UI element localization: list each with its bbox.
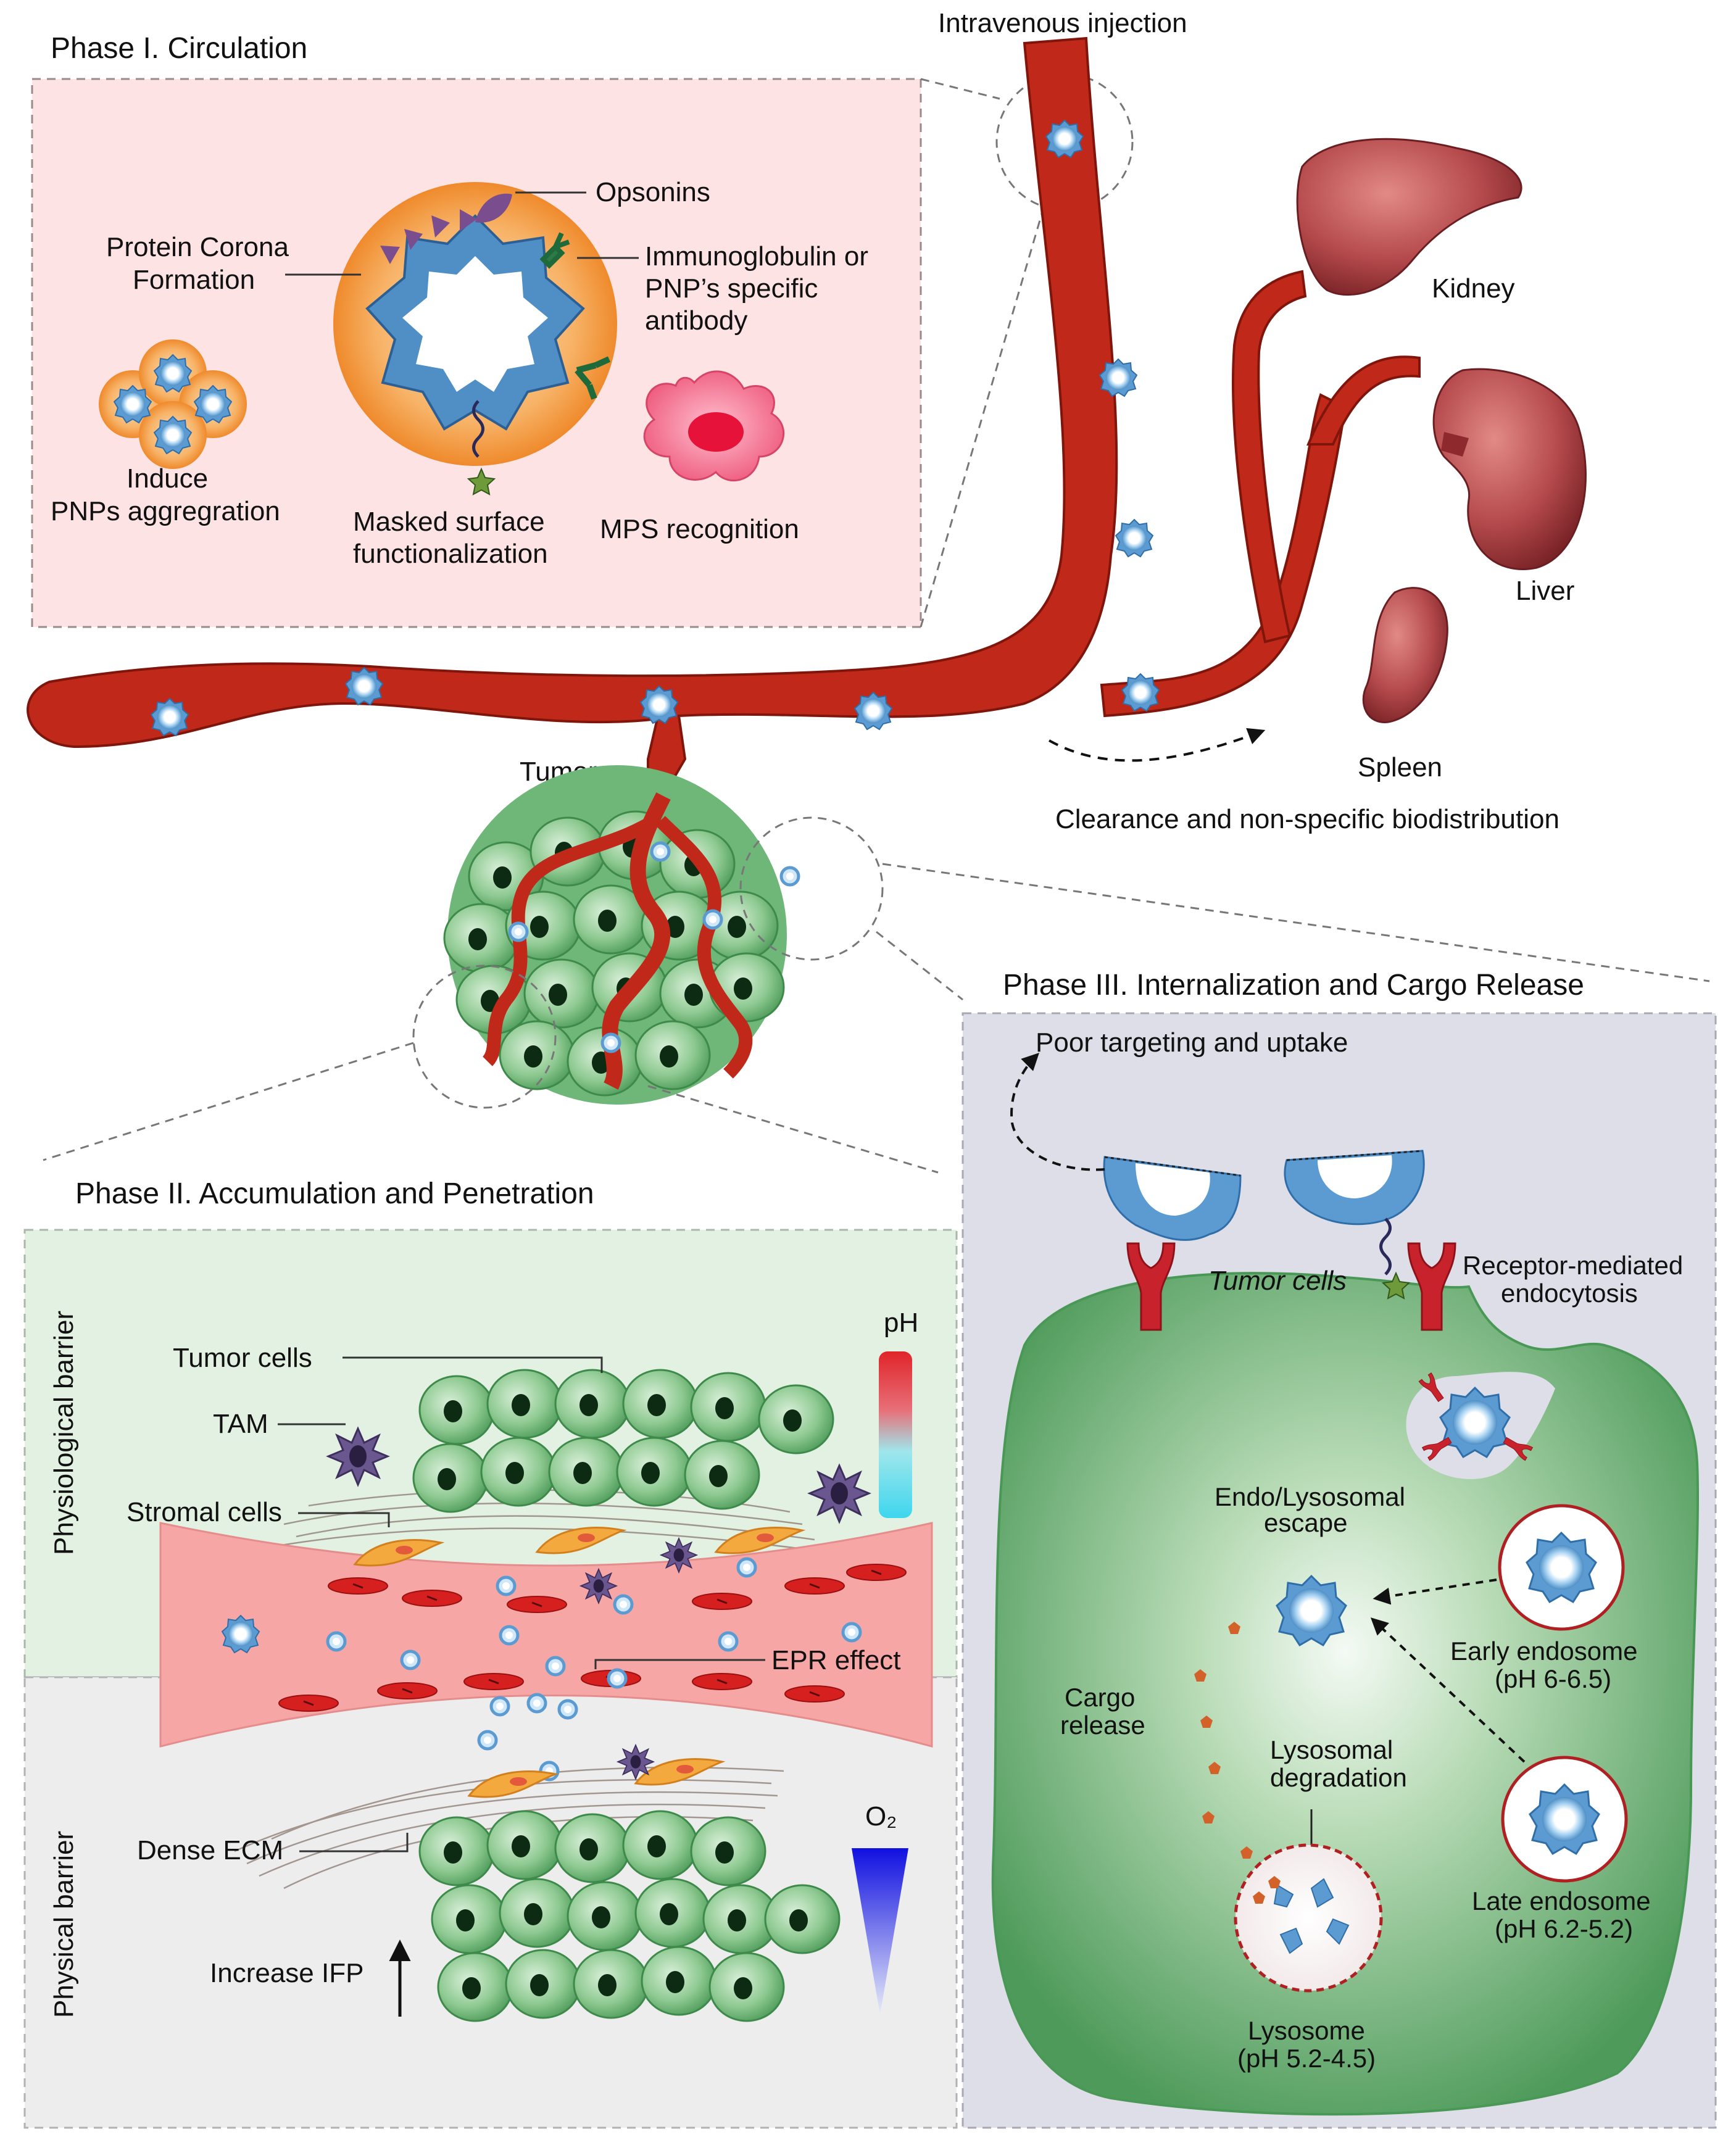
label-degradation-1: Lysosomal	[1270, 1735, 1393, 1764]
tumor-mass	[443, 765, 799, 1105]
o2-gradient	[852, 1848, 908, 2015]
phase2-title: Phase II. Accumulation and Penetration	[75, 1177, 594, 1210]
label-masked-2: functionalization	[353, 539, 548, 569]
label-opsonins: Opsonins	[596, 177, 710, 207]
label-late-1: Late endosome	[1472, 1886, 1651, 1915]
clearance-arrow	[1049, 728, 1266, 762]
label-rme-2: endocytosis	[1501, 1279, 1638, 1308]
label-intravenous: Intravenous injection	[938, 8, 1187, 38]
label-cargo-1: Cargo	[1065, 1683, 1135, 1712]
phase1-title: Phase I. Circulation	[51, 32, 307, 65]
late-endosome	[1501, 1756, 1628, 1883]
label-physical: Physical barrier	[49, 1831, 79, 2018]
label-dense-ecm: Dense ECM	[137, 1835, 283, 1865]
label-tumor-cells-italic: Tumor cells	[1208, 1266, 1347, 1296]
pnp-aggregation-cluster	[99, 339, 247, 469]
targeted-nanoparticle	[1284, 1150, 1425, 1300]
blood-vessel	[27, 36, 1421, 797]
ph-gradient-bar	[879, 1351, 912, 1518]
label-mps: MPS recognition	[600, 514, 799, 544]
label-degradation-2: degradation	[1270, 1763, 1407, 1792]
label-immuno-2: PNP’s specific	[645, 273, 818, 304]
label-stromal: Stromal cells	[127, 1497, 282, 1527]
phase2-panel: Physiological barrier Physical barrier	[23, 1229, 958, 2129]
label-lysosome-1: Lysosome	[1248, 2016, 1365, 2045]
target-tumor-cell	[991, 1272, 1700, 2116]
phase1-panel: Phase I. Circulation Opsonins Pro	[31, 32, 922, 628]
label-clearance: Clearance and non-specific biodistributi…	[1055, 804, 1559, 834]
label-escape-1: Endo/Lysosomal	[1215, 1482, 1405, 1511]
label-tam: TAM	[213, 1409, 268, 1439]
label-cargo-2: release	[1060, 1711, 1145, 1740]
label-corona-2: Formation	[133, 265, 255, 295]
early-endosome	[1498, 1504, 1625, 1631]
label-liver: Liver	[1516, 576, 1574, 606]
organ-kidney-liver	[1296, 138, 1587, 570]
label-epr: EPR effect	[771, 1645, 901, 1675]
label-physiological: Physiological barrier	[49, 1311, 79, 1555]
poor-targeting-arrow	[1010, 1053, 1105, 1171]
cargo-dots	[1194, 1622, 1253, 1859]
early-arrow	[1373, 1579, 1497, 1605]
label-lysosome-2: (pH 5.2-4.5)	[1237, 2044, 1376, 2073]
phase1-leaders	[285, 191, 639, 276]
label-poor-targeting: Poor targeting and uptake	[1036, 1027, 1348, 1058]
label-induce-2: PNPs aggregration	[51, 496, 280, 526]
label-o2: O₂	[865, 1801, 897, 1832]
label-spleen: Spleen	[1358, 752, 1442, 782]
organ-spleen	[1362, 587, 1448, 723]
opsonin-shape	[475, 193, 512, 223]
phase3-title: Phase III. Internalization and Cargo Rel…	[1003, 969, 1584, 1002]
label-masked-1: Masked surface	[353, 507, 545, 537]
tam-cell	[327, 1427, 389, 1486]
label-escape-2: escape	[1264, 1508, 1347, 1537]
protein-corona-particle	[333, 182, 617, 496]
mps-cell	[643, 370, 785, 482]
tumor-zoom-guides	[43, 816, 1710, 1174]
phase2-leaders	[278, 1356, 765, 1852]
label-immuno-3: antibody	[645, 305, 747, 336]
label-early-1: Early endosome	[1450, 1637, 1638, 1666]
label-immuno-1: Immunoglobulin or	[645, 241, 868, 272]
label-early-2: (pH 6-6.5)	[1495, 1664, 1611, 1693]
label-kidney: Kidney	[1432, 273, 1515, 304]
label-rme-1: Receptor-mediated	[1463, 1251, 1683, 1280]
label-ifp: Increase IFP	[210, 1958, 363, 1988]
lysosome	[1234, 1843, 1383, 1993]
label-ph: pH	[884, 1308, 918, 1338]
label-late-2: (pH 6.2-5.2)	[1495, 1914, 1633, 1943]
label-induce-1: Induce	[127, 463, 208, 494]
untargeted-nanoparticle	[1103, 1156, 1242, 1241]
label-tumor-cells: Tumor cells	[173, 1343, 312, 1373]
phase3-panel: Poor targeting and uptake Tumor cells Re…	[961, 1012, 1717, 2129]
label-corona-1: Protein Corona	[106, 232, 289, 262]
